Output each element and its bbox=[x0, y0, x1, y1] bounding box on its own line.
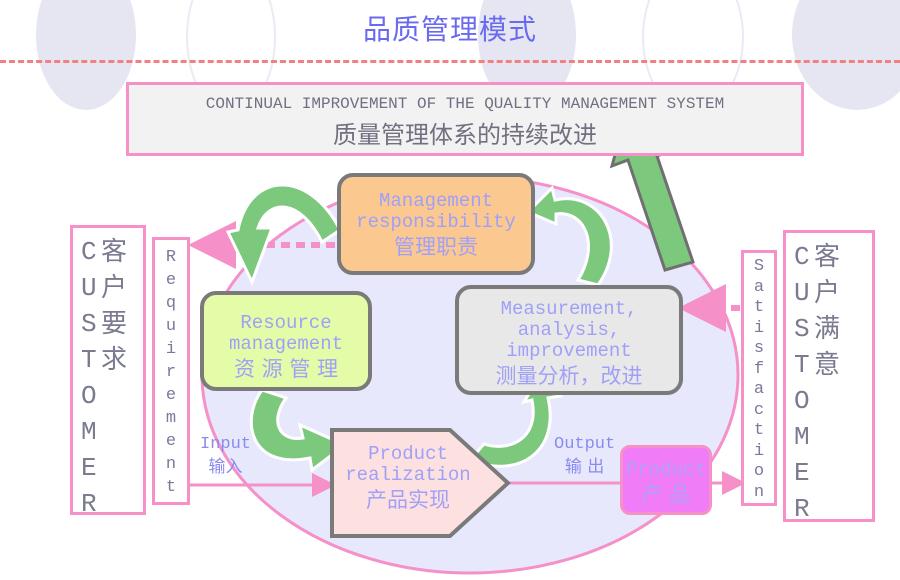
continual-improvement-english: CONTINUAL IMPROVEMENT OF THE QUALITY MAN… bbox=[205, 95, 725, 113]
output-label-zh: 输 出 bbox=[564, 457, 605, 477]
satisfaction-letter: S bbox=[753, 257, 765, 276]
product-realization-node: Product realization 产品实现 bbox=[332, 444, 484, 534]
management-responsibility-node: Management responsibility 管理职责 bbox=[337, 173, 535, 275]
customer-letter: M bbox=[794, 422, 810, 452]
requirement-box: R e q u i r e m e n t bbox=[152, 237, 190, 505]
node-label: 资 源 管 理 bbox=[233, 357, 339, 381]
customer-letter: R bbox=[794, 494, 810, 524]
satisfaction-letter: a bbox=[753, 380, 765, 399]
customer-letter: O bbox=[794, 386, 810, 416]
node-label: improvement bbox=[506, 340, 632, 362]
node-label: 测量分析，改进 bbox=[495, 364, 643, 388]
customer-letter: O bbox=[81, 381, 97, 411]
satisfaction-letter: t bbox=[753, 298, 765, 317]
customer-letter: U bbox=[794, 278, 810, 308]
customer-letter: R bbox=[81, 489, 97, 519]
customer-letter: S bbox=[81, 309, 97, 339]
requirement-letter: e bbox=[165, 271, 177, 290]
customer-letter: T bbox=[794, 350, 810, 380]
satisfaction-letter: c bbox=[753, 400, 765, 420]
node-label: Product bbox=[626, 459, 706, 481]
satisfaction-letter: t bbox=[753, 421, 765, 440]
customer-requirement-char: 户 bbox=[101, 273, 128, 303]
customer-letter: U bbox=[81, 273, 97, 303]
cycle-arrow-mgmt-to-resource bbox=[225, 183, 342, 286]
requirement-letter: n bbox=[165, 455, 177, 474]
requirement-letter: e bbox=[165, 386, 177, 405]
resource-management-node: Resource management 资 源 管 理 bbox=[200, 291, 372, 391]
customer-letter: E bbox=[81, 453, 97, 483]
satisfaction-letter: a bbox=[753, 277, 765, 297]
input-label-en: Input bbox=[200, 435, 252, 454]
input-label: Input 输入 bbox=[200, 434, 251, 478]
node-label: 产品实现 bbox=[366, 488, 450, 512]
customer-requirement-char: 求 bbox=[101, 345, 128, 375]
customer-satisfaction-box: C U S T O M E R 客 户 满 意 bbox=[783, 230, 875, 524]
customer-letter: C bbox=[794, 242, 810, 272]
continual-improvement-chinese: 质量管理体系的持续改进 bbox=[333, 121, 597, 149]
customer-letter: C bbox=[81, 237, 97, 267]
continual-improvement-box: CONTINUAL IMPROVEMENT OF THE QUALITY MAN… bbox=[126, 82, 804, 156]
customer-requirement-char: 客 bbox=[101, 237, 128, 267]
requirement-letter: t bbox=[165, 478, 177, 497]
node-label: analysis, bbox=[517, 319, 621, 341]
cycle-arrow-measurement-to-mgmt bbox=[525, 185, 613, 287]
requirement-letter: R bbox=[165, 248, 177, 267]
requirement-letter: u bbox=[165, 317, 177, 336]
customer-requirements-box: C U S T O M E R 客 户 要 求 bbox=[70, 225, 146, 519]
satisfaction-letter: s bbox=[753, 339, 765, 358]
customer-satisfaction-char: 意 bbox=[814, 350, 841, 380]
page-title: 品质管理模式 bbox=[362, 13, 537, 46]
requirement-letter: i bbox=[165, 340, 177, 359]
customer-satisfaction-char: 户 bbox=[814, 278, 841, 308]
output-label: Output 输 出 bbox=[554, 434, 615, 478]
satisfaction-box: S a t i s f a c t i o n bbox=[741, 250, 777, 506]
requirement-letter: e bbox=[165, 432, 177, 451]
satisfaction-letter: i bbox=[753, 318, 765, 338]
customer-letter: E bbox=[794, 458, 810, 488]
node-label: management bbox=[228, 333, 344, 355]
satisfaction-letter: n bbox=[753, 482, 765, 502]
customer-letter: S bbox=[794, 314, 810, 344]
product-node: Product 产 品 bbox=[620, 445, 712, 515]
measurement-analysis-improvement-node: Measurement, analysis, improvement 测量分析，… bbox=[455, 285, 683, 395]
node-label: responsibility bbox=[356, 211, 516, 233]
satisfaction-letter: o bbox=[753, 462, 765, 481]
requirement-letter: m bbox=[165, 409, 177, 428]
input-label-zh: 输入 bbox=[208, 457, 243, 477]
customer-letter: M bbox=[81, 417, 97, 447]
requirement-letter: r bbox=[165, 363, 177, 382]
output-label-en: Output bbox=[554, 435, 616, 454]
cycle-arrow-resource-to-product bbox=[249, 388, 348, 473]
node-label: Management bbox=[378, 190, 494, 212]
node-label: 产 品 bbox=[641, 483, 691, 507]
requirement-letter: q bbox=[165, 294, 177, 313]
satisfaction-letter: i bbox=[753, 441, 765, 461]
product-realization-shape bbox=[330, 428, 511, 538]
customer-satisfaction-char: 满 bbox=[814, 314, 841, 344]
node-label: realization bbox=[345, 464, 471, 486]
customer-letter: T bbox=[81, 345, 97, 375]
customer-requirement-char: 要 bbox=[101, 309, 128, 339]
dashed-divider bbox=[0, 60, 900, 63]
node-label: 管理职责 bbox=[394, 235, 478, 259]
node-label: Measurement, bbox=[500, 298, 638, 320]
node-label: Resource bbox=[240, 312, 332, 334]
customer-satisfaction-char: 客 bbox=[814, 242, 841, 272]
satisfaction-letter: f bbox=[753, 359, 765, 379]
node-label: Product bbox=[368, 443, 448, 465]
